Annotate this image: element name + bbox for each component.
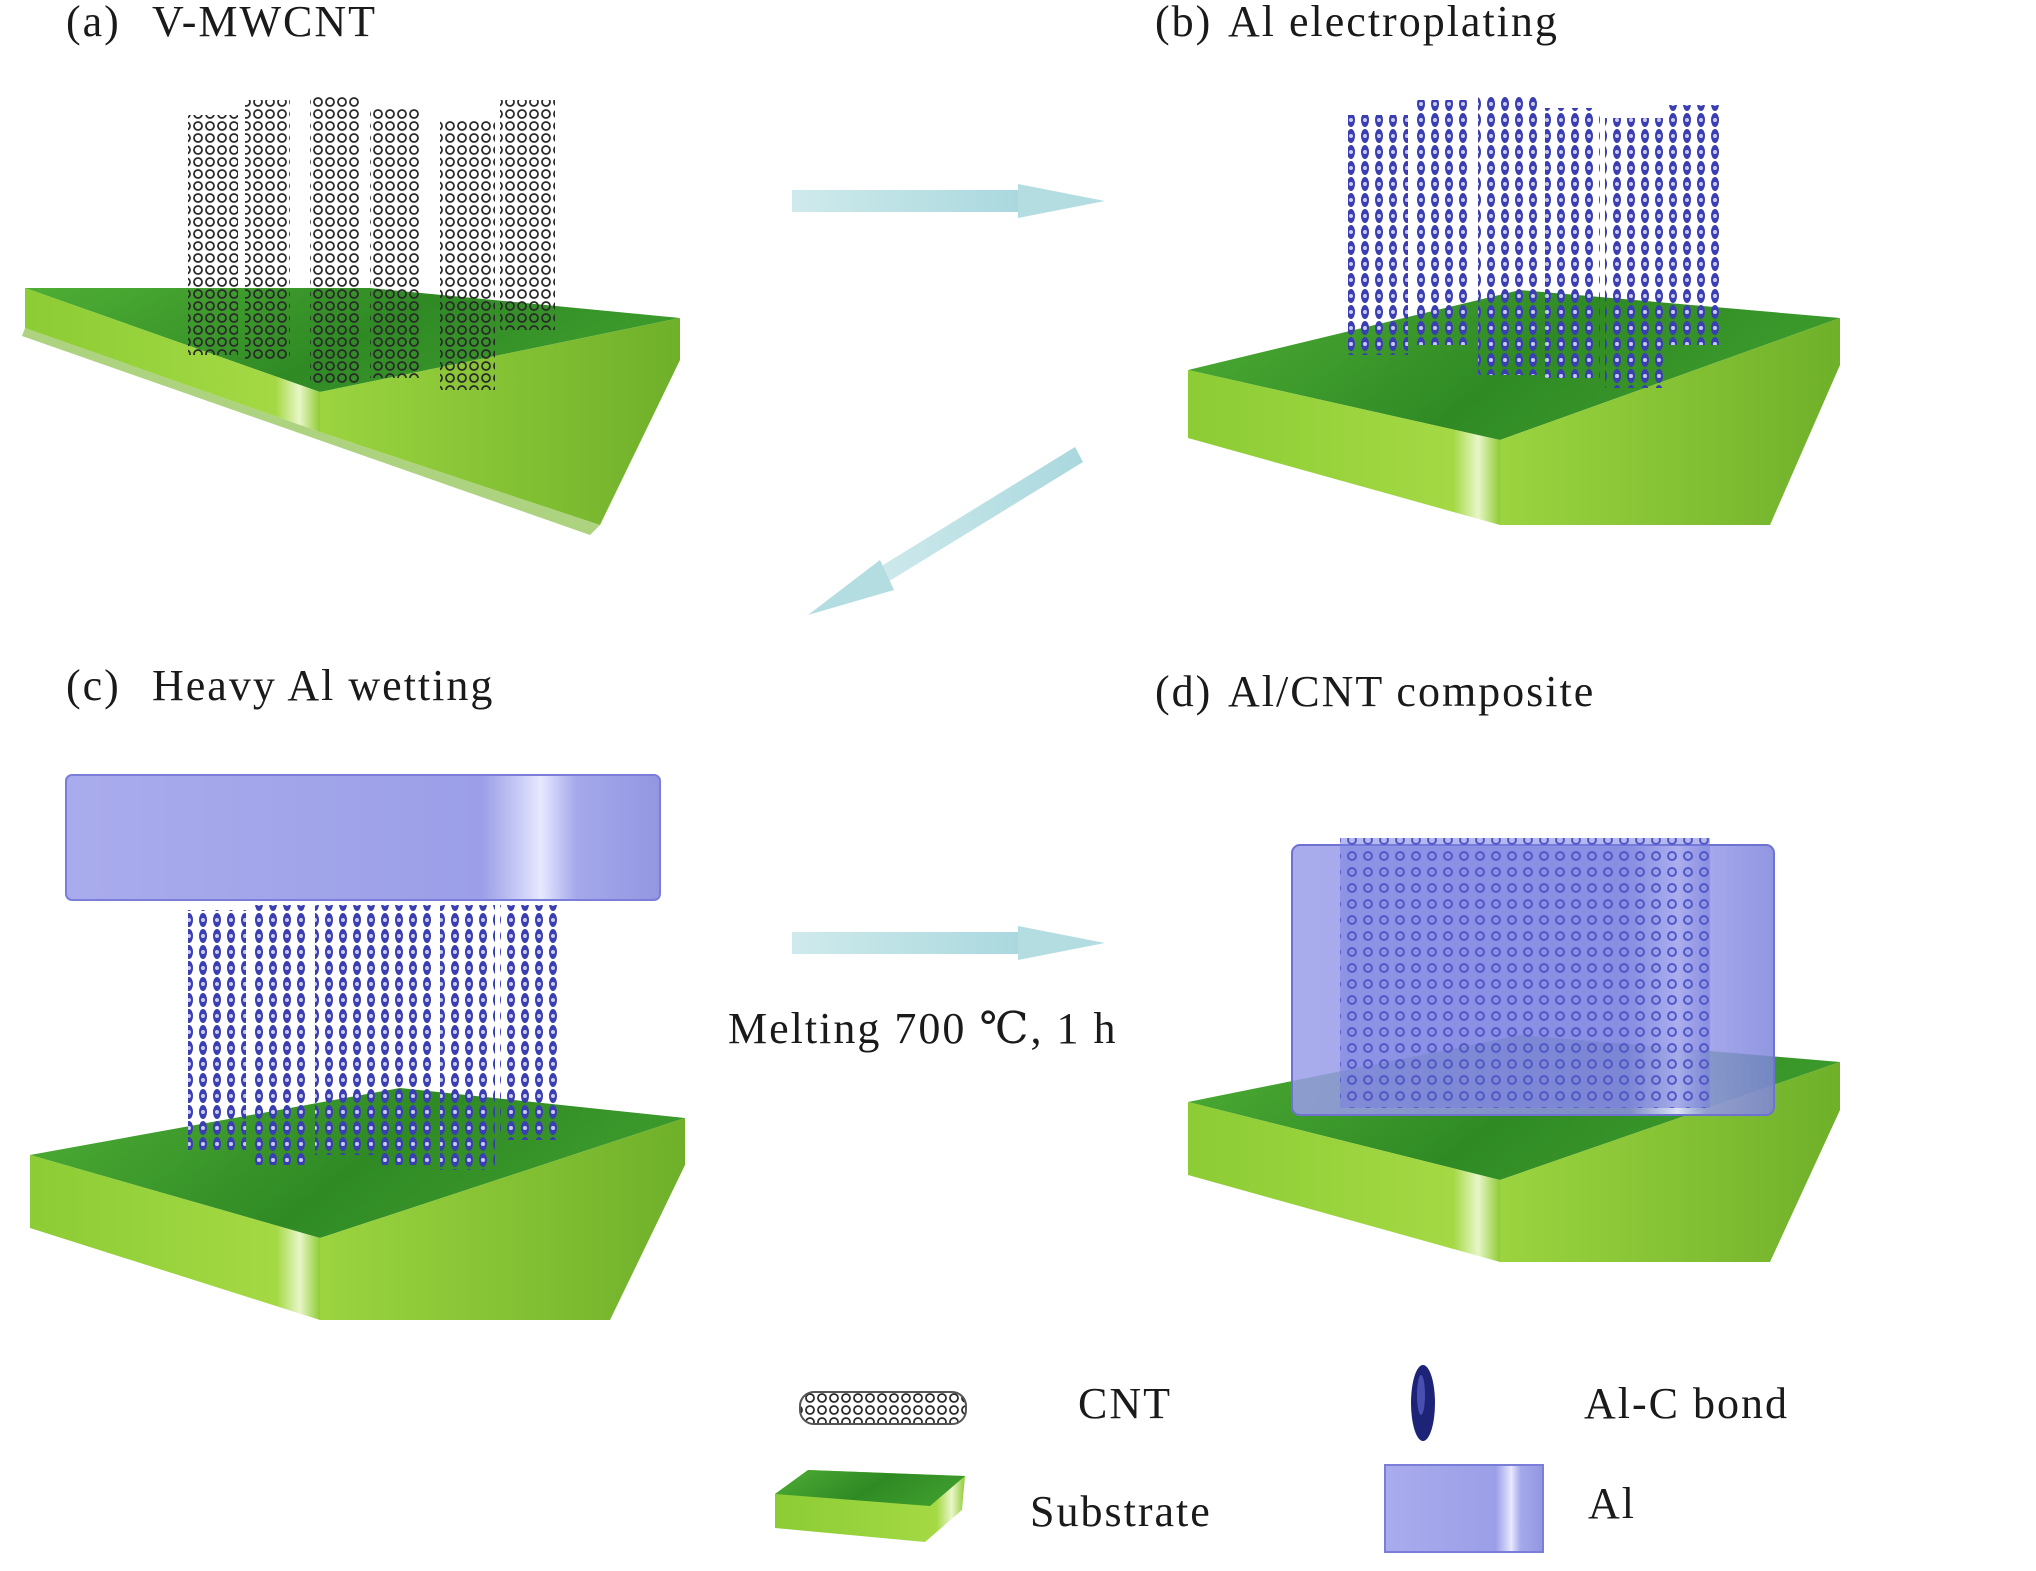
legend-alc-bond-label: Al-C bond — [1584, 1379, 1789, 1428]
legend-cnt: CNT — [799, 1379, 1172, 1428]
panel-c-al-block — [65, 774, 661, 901]
arrow-c-to-d — [792, 926, 1105, 960]
panel-c-coated-cnt — [188, 905, 558, 1170]
panel-b-coated-cnt — [1348, 95, 1720, 388]
panel-d-letter: (d) — [1155, 667, 1212, 716]
process-note: Melting 700 ℃, 1 h — [728, 1004, 1118, 1053]
legend-substrate: Substrate — [775, 1470, 1212, 1542]
panel-b-letter: (b) — [1155, 0, 1212, 46]
legend-al: Al — [1384, 1464, 1636, 1553]
panel-a-title: V-MWCNT — [152, 0, 377, 46]
panel-c-title: Heavy Al wetting — [152, 661, 494, 710]
legend: CNT Al-C bond Substrate Al — [775, 1365, 1789, 1553]
cnt-swatch — [799, 1391, 967, 1425]
panel-d: (d) Al/CNT composite — [1155, 667, 1840, 1262]
panel-d-title: Al/CNT composite — [1228, 667, 1595, 716]
arrow-a-to-b — [792, 184, 1105, 218]
panel-b-title: Al electroplating — [1228, 0, 1559, 46]
panel-d-composite-block — [1291, 838, 1775, 1116]
panel-a: (a) V-MWCNT — [22, 0, 680, 535]
panel-c-letter: (c) — [66, 661, 121, 710]
panel-c: (c) Heavy Al wetting — [30, 661, 685, 1320]
panel-a-cnt-array — [188, 95, 555, 390]
al-swatch — [1384, 1464, 1544, 1553]
panel-a-letter: (a) — [66, 0, 121, 46]
legend-cnt-label: CNT — [1078, 1379, 1172, 1428]
legend-al-label: Al — [1588, 1479, 1636, 1528]
arrow-b-to-c — [808, 447, 1083, 615]
legend-substrate-label: Substrate — [1030, 1487, 1212, 1536]
panel-b: (b) Al electroplating — [1155, 0, 1840, 525]
legend-alc-bond: Al-C bond — [1411, 1365, 1789, 1441]
